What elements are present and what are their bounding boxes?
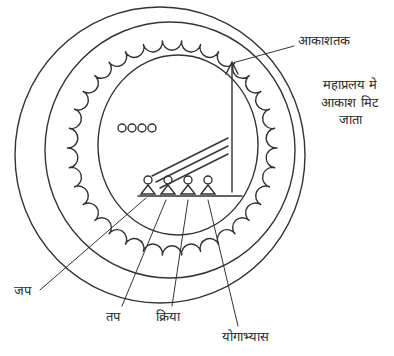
top-label: आकाशतक: [298, 32, 350, 50]
callout-label: क्रिया: [156, 308, 180, 326]
callout-label: तप: [106, 308, 120, 326]
seated-figures: [138, 138, 242, 196]
inner-region: [98, 55, 258, 235]
circles: [118, 124, 156, 132]
outer-oval: [15, 7, 305, 303]
note-label: महाप्रलय मे आकाश मिट जाता: [310, 76, 390, 129]
inner-oval: [45, 22, 295, 278]
callout-label: जप: [14, 282, 31, 300]
leader-lines: [40, 46, 294, 326]
rising-arrow: [226, 62, 238, 192]
cloud-border: [67, 41, 277, 256]
callout-label: योगाभ्यास: [222, 328, 269, 346]
